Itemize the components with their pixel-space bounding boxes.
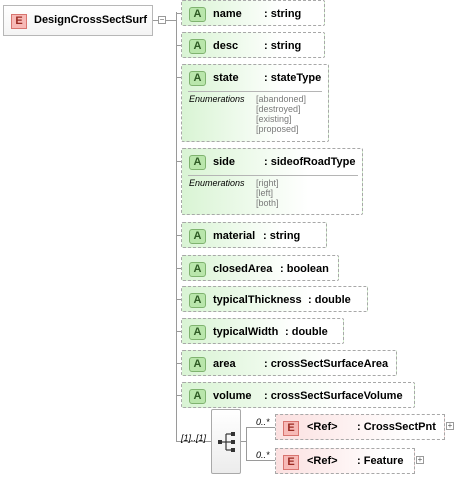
branch-line (176, 13, 181, 14)
element-badge: E (11, 14, 27, 29)
root-element[interactable]: E DesignCrossSectSurf (3, 5, 153, 36)
branch-line (246, 460, 275, 461)
attribute-label: area (213, 358, 236, 370)
branch-line (241, 441, 246, 442)
connector (166, 20, 176, 21)
expand-icon[interactable]: + (416, 455, 424, 464)
attribute-badge: A (189, 389, 206, 404)
collapse-icon[interactable]: − (158, 15, 166, 24)
attribute-badge: A (189, 357, 206, 372)
enumerations-label: Enumerations (189, 94, 245, 104)
ref-type: : CrossSectPnt (357, 421, 436, 433)
attribute-badge: A (189, 155, 206, 170)
attribute-volume[interactable]: A volume : crossSectSurfaceVolume (181, 382, 415, 408)
branch-line (176, 395, 181, 396)
attribute-label: material (213, 230, 256, 242)
attribute-label: state (213, 72, 239, 84)
branch-line (176, 441, 211, 442)
attribute-name[interactable]: A name : string (181, 0, 325, 26)
attribute-badge: A (189, 262, 206, 277)
branch-line (246, 427, 247, 460)
element-badge: E (283, 455, 299, 470)
sequence-multiplicity: [1]..[1] (181, 433, 207, 443)
attribute-label: name (213, 8, 242, 20)
branch-line (176, 235, 181, 236)
enumeration-value: [destroyed] (256, 104, 301, 114)
branch-line (176, 363, 181, 364)
attribute-type: : sideofRoadType (264, 156, 356, 168)
enumeration-value: [abandoned] (256, 94, 307, 104)
enumeration-value: [both] (256, 198, 279, 208)
branch-line (176, 45, 181, 46)
attribute-type: : crossSectSurfaceArea (264, 358, 389, 370)
attribute-badge: A (189, 71, 206, 86)
attribute-area[interactable]: A area : crossSectSurfaceArea (181, 350, 397, 376)
enumeration-list: [abandoned] [destroyed] [existing] [prop… (256, 94, 306, 134)
attribute-type: : string (264, 40, 302, 52)
tree-spine (176, 12, 177, 441)
connector (153, 20, 158, 21)
attribute-label: closedArea (213, 263, 273, 275)
branch-line (176, 299, 181, 300)
attribute-desc[interactable]: A desc : string (181, 32, 325, 58)
attribute-badge: A (189, 293, 206, 308)
branch-line (246, 427, 275, 428)
enumerations-label: Enumerations (189, 178, 245, 188)
enumeration-list: [right] [left] [both] (256, 178, 279, 208)
enumeration-value: [proposed] (256, 124, 299, 134)
attribute-closedarea[interactable]: A closedArea : boolean (181, 255, 339, 281)
attribute-typicalwidth[interactable]: A typicalWidth : double (181, 318, 344, 344)
root-element-name: DesignCrossSectSurf (34, 14, 148, 26)
attribute-material[interactable]: A material : string (181, 222, 327, 248)
attribute-badge: A (189, 39, 206, 54)
attribute-type: : double (308, 294, 351, 306)
attribute-type: : stateType (264, 72, 322, 84)
attribute-label: volume (213, 390, 252, 402)
attribute-label: typicalThickness (213, 294, 302, 306)
expand-icon[interactable]: + (446, 421, 454, 430)
attribute-typicalthickness[interactable]: A typicalThickness : double (181, 286, 368, 312)
ref-tag: <Ref> (307, 421, 338, 433)
attribute-label: desc (213, 40, 239, 52)
ref-tag: <Ref> (307, 455, 338, 467)
attribute-badge: A (189, 325, 206, 340)
enumeration-value: [existing] (256, 114, 292, 124)
element-badge: E (283, 421, 299, 436)
attribute-label: typicalWidth (213, 326, 279, 338)
branch-line (176, 77, 181, 78)
enumeration-value: [left] (256, 188, 274, 198)
attribute-label: side (213, 156, 236, 168)
ref-feature[interactable]: E <Ref> : Feature (275, 448, 415, 474)
attribute-type: : string (263, 230, 301, 242)
attribute-type: : boolean (280, 263, 329, 275)
ref-type: : Feature (357, 455, 404, 467)
attribute-type: : string (264, 8, 302, 20)
attribute-type: : double (285, 326, 328, 338)
separator (188, 91, 322, 92)
branch-line (176, 268, 181, 269)
attribute-badge: A (189, 229, 206, 244)
ref-multiplicity: 0..* (256, 450, 270, 460)
ref-crosssectpnt[interactable]: E <Ref> : CrossSectPnt (275, 414, 445, 440)
attribute-state[interactable]: A state : stateType Enumerations [abando… (181, 64, 329, 142)
attribute-type: : crossSectSurfaceVolume (264, 390, 403, 402)
ref-multiplicity: 0..* (256, 417, 270, 427)
separator (188, 175, 358, 176)
enumeration-value: [right] (256, 178, 279, 188)
branch-line (176, 161, 181, 162)
attribute-side[interactable]: A side : sideofRoadType Enumerations [ri… (181, 148, 363, 215)
attribute-badge: A (189, 7, 206, 22)
branch-line (176, 331, 181, 332)
sequence-icon (218, 432, 235, 452)
sequence-compositor[interactable] (211, 409, 241, 474)
